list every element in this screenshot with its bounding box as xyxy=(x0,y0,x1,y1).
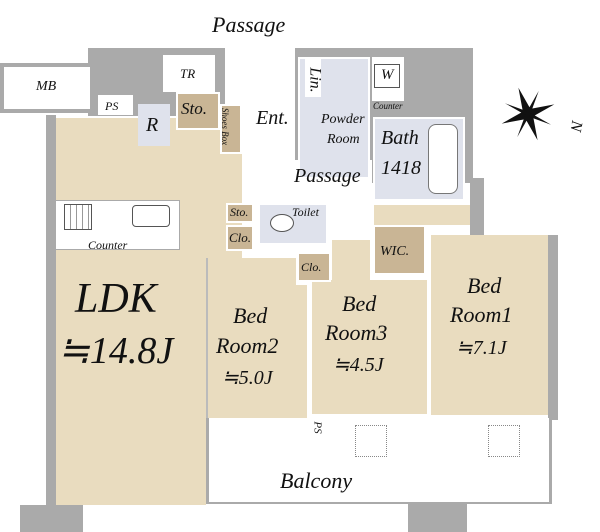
linen-closet xyxy=(305,57,321,97)
clo-1-label: Clo. xyxy=(229,230,252,245)
entrance-door-area xyxy=(225,48,295,108)
mb-box xyxy=(0,63,90,113)
r-closet xyxy=(138,104,170,146)
bedroom1-upper xyxy=(374,205,470,225)
sto-small xyxy=(226,203,254,223)
toilet-label: Toilet xyxy=(292,205,319,219)
bedroom2-line2: Room2 xyxy=(216,333,279,358)
washer-box xyxy=(374,64,400,88)
wic-label: WIC. xyxy=(380,244,410,259)
ldk-name: LDK xyxy=(75,276,157,322)
bedroom3-size: ≒4.5J xyxy=(333,354,384,376)
bedroom3-line2: Room3 xyxy=(325,320,388,345)
sto-entrance xyxy=(176,92,220,130)
mb-label: MB xyxy=(36,79,57,94)
bedroom1 xyxy=(431,235,548,415)
wall-left xyxy=(46,115,56,507)
sink-icon xyxy=(132,205,170,227)
shoes-box xyxy=(220,104,242,154)
wall-right xyxy=(548,235,558,420)
bedroom3 xyxy=(312,280,427,414)
balcony xyxy=(206,418,552,504)
powder-room-line2: Room xyxy=(327,132,360,147)
balcony-hatch-2 xyxy=(488,425,520,457)
powder-room-line1: Powder xyxy=(321,112,365,127)
clo-2 xyxy=(297,252,331,282)
ps-top-label: PS xyxy=(105,99,119,113)
ldk-size: ≒14.8J xyxy=(58,330,174,372)
sto-entrance-label: Sto. xyxy=(181,99,207,118)
wic xyxy=(372,224,427,276)
lin-label: Lin. xyxy=(306,67,324,93)
balcony-hatch-1 xyxy=(355,425,387,457)
shoes-box-label: Shoes Box xyxy=(220,107,231,146)
bath-line2: 1418 xyxy=(381,157,421,179)
sto-small-label: Sto. xyxy=(230,205,249,219)
tr-label: TR xyxy=(180,66,196,81)
stove-icon xyxy=(64,204,92,230)
tr-box xyxy=(163,55,215,92)
r-label: R xyxy=(146,114,159,136)
counter-powder-label: Counter xyxy=(373,101,403,111)
clo-2-label: Clo. xyxy=(301,260,322,274)
bedroom1-line1: Bed xyxy=(467,273,502,298)
compass-icon xyxy=(500,86,556,142)
passage-top-label: Passage xyxy=(212,12,286,37)
compass-north-label: N xyxy=(566,119,586,133)
ps-bottom-label: PS xyxy=(311,421,324,434)
bedroom1-line2: Room1 xyxy=(450,302,513,327)
bedroom3-upper xyxy=(332,240,370,285)
w-label: W xyxy=(381,67,394,83)
bedroom2-line1: Bed xyxy=(233,303,268,328)
clo-1 xyxy=(226,225,254,251)
toilet-bowl-icon xyxy=(270,214,294,232)
wall-right-step xyxy=(470,178,484,238)
passage-mid-label: Passage xyxy=(294,165,361,187)
ps-box xyxy=(98,95,133,115)
bathtub xyxy=(428,124,458,194)
wall-bottom-balcony-block-top xyxy=(408,503,467,532)
bedroom3-line1: Bed xyxy=(342,291,377,316)
bedroom1-size: ≒7.1J xyxy=(456,337,507,359)
bedroom2-size: ≒5.0J xyxy=(222,367,273,389)
bath-line1: Bath xyxy=(381,127,419,149)
wall-bottom-left-block xyxy=(20,505,83,532)
bedroom2-lower xyxy=(206,285,307,440)
counter-kitchen-label: Counter xyxy=(88,238,128,252)
balcony-label: Balcony xyxy=(280,468,353,493)
ent-label: Ent. xyxy=(256,107,289,129)
